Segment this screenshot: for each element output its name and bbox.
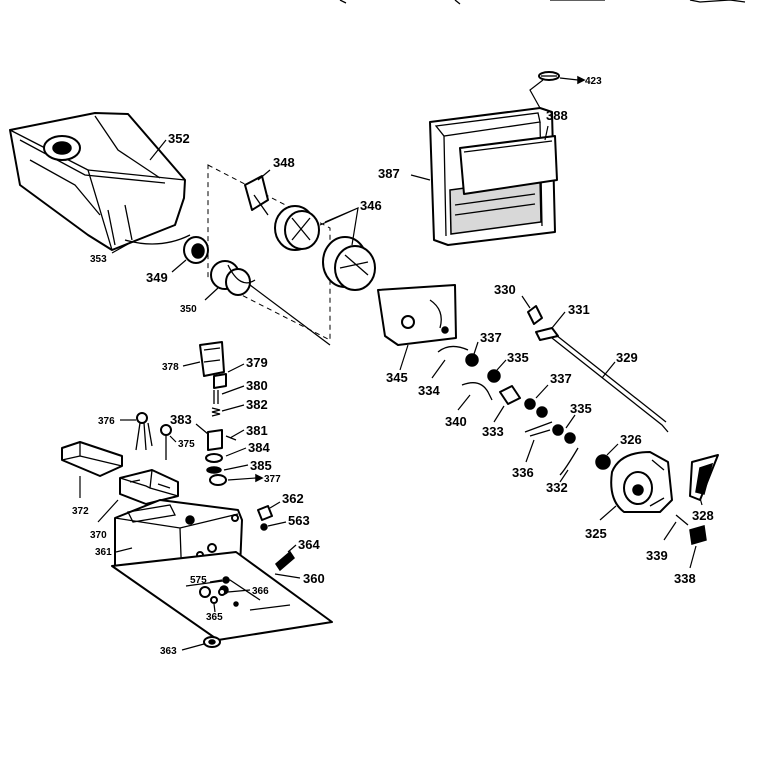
label-385: 385 — [250, 458, 272, 473]
dashed-assembly-box — [207, 164, 331, 341]
label-366: 366 — [252, 586, 269, 597]
label-339: 339 — [646, 548, 668, 563]
part-379-bracket — [213, 363, 245, 389]
label-336: 336 — [512, 465, 534, 480]
part-333-cam — [493, 385, 521, 423]
part-376-cord — [120, 412, 153, 451]
label-372: 372 — [72, 506, 89, 517]
part-366-clip — [218, 588, 251, 596]
label-326: 326 — [620, 432, 642, 447]
label-349: 349 — [146, 270, 168, 285]
label-364: 364 — [298, 537, 320, 552]
label-575: 575 — [190, 575, 207, 586]
part-364-spring — [275, 544, 297, 572]
label-348: 348 — [273, 155, 295, 170]
part-370-switch — [97, 469, 179, 523]
label-382: 382 — [246, 397, 268, 412]
label-330: 330 — [494, 282, 516, 297]
label-337-lower: 337 — [550, 371, 572, 386]
part-349-hub — [171, 236, 209, 273]
label-335-lower: 335 — [570, 401, 592, 416]
label-345: 345 — [386, 370, 408, 385]
part-563-screw — [260, 521, 287, 531]
label-384: 384 — [248, 440, 270, 455]
part-labels: 423 388 387 352 348 346 353 349 350 330 … — [72, 76, 714, 657]
label-423: 423 — [585, 76, 602, 87]
part-353-wire-bail — [111, 234, 191, 254]
part-328-shield — [689, 454, 719, 506]
part-329-feeler-arm — [551, 334, 669, 433]
part-363-grommet — [181, 636, 221, 651]
label-383: 383 — [170, 412, 192, 427]
part-350-auger — [204, 260, 331, 346]
label-340: 340 — [445, 414, 467, 429]
part-377-nut — [209, 473, 264, 486]
label-361: 361 — [95, 547, 112, 558]
part-339-pin — [663, 514, 689, 541]
part-340-arm — [457, 382, 493, 411]
part-338-spring — [689, 525, 707, 569]
label-370: 370 — [90, 530, 107, 541]
label-335-upper: 335 — [507, 350, 529, 365]
part-375-wire — [160, 424, 177, 460]
top-edge-fragments — [339, 0, 746, 5]
label-378: 378 — [162, 362, 179, 373]
part-378-solenoid — [182, 341, 225, 377]
label-381: 381 — [246, 423, 268, 438]
label-380: 380 — [246, 378, 268, 393]
part-332-wire — [559, 447, 579, 483]
part-384-washer — [205, 447, 247, 463]
label-331: 331 — [568, 302, 590, 317]
part-388-panel — [459, 125, 558, 195]
part-330-clip — [521, 295, 543, 325]
part-423-pin — [538, 71, 586, 85]
label-563: 563 — [288, 513, 310, 528]
part-381-fitting — [225, 429, 245, 441]
part-337-gear-b — [524, 384, 549, 418]
part-336-lever — [524, 421, 553, 463]
part-365-screw — [210, 596, 218, 613]
part-382-spring — [211, 404, 245, 417]
part-380-plunger — [213, 385, 245, 404]
part-352-ice-bucket — [9, 112, 186, 251]
label-375: 375 — [178, 439, 195, 450]
label-346: 346 — [360, 198, 382, 213]
label-379: 379 — [246, 355, 268, 370]
part-335-spring-b — [552, 414, 576, 444]
label-329: 329 — [616, 350, 638, 365]
label-352: 352 — [168, 131, 190, 146]
label-353: 353 — [90, 254, 107, 265]
label-360: 360 — [303, 571, 325, 586]
label-362: 362 — [282, 491, 304, 506]
part-346-cutter-right — [319, 207, 376, 291]
label-325: 325 — [585, 526, 607, 541]
label-377: 377 — [264, 474, 281, 485]
label-363: 363 — [160, 646, 177, 657]
part-337-gear-a — [465, 341, 479, 367]
part-348-blade — [244, 169, 271, 216]
part-385-seal — [206, 464, 249, 474]
label-334: 334 — [418, 383, 440, 398]
label-350: 350 — [180, 304, 197, 315]
part-362-screw — [257, 501, 281, 521]
label-365: 365 — [206, 612, 223, 623]
part-326-gear — [595, 443, 619, 470]
label-333: 333 — [482, 424, 504, 439]
part-346-cutter-left — [274, 205, 320, 251]
part-383-body — [195, 423, 223, 451]
part-575-screw — [209, 576, 230, 584]
label-328: 328 — [692, 508, 714, 523]
part-334-link — [431, 345, 469, 379]
part-372-cover — [61, 441, 123, 498]
label-388: 388 — [546, 108, 568, 123]
label-376: 376 — [98, 416, 115, 427]
part-335-spring-a — [487, 359, 507, 383]
label-387: 387 — [378, 166, 400, 181]
part-345-mounting-plate — [377, 284, 457, 371]
label-338: 338 — [674, 571, 696, 586]
label-337-upper: 337 — [480, 330, 502, 345]
label-332: 332 — [546, 480, 568, 495]
part-325-motor-housing — [599, 451, 673, 521]
